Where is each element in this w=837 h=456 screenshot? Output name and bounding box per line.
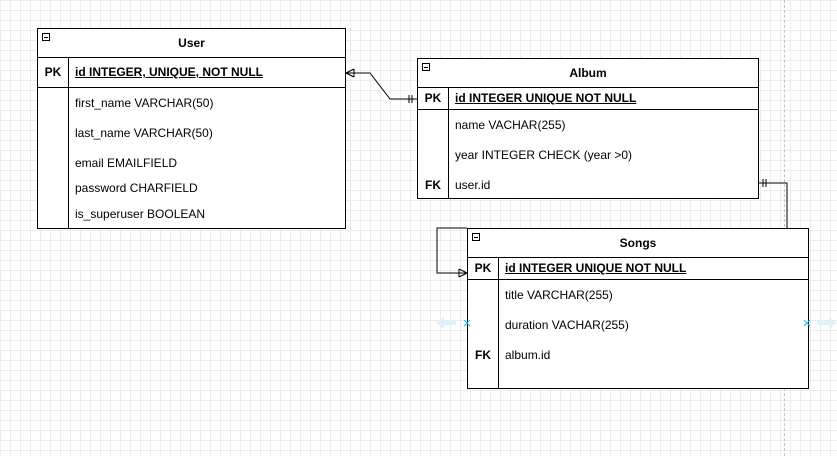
user-field-is-superuser[interactable]: is_superuser BOOLEAN bbox=[75, 207, 206, 221]
album-user-id-connector[interactable] bbox=[759, 179, 788, 228]
collapse-icon[interactable] bbox=[472, 233, 480, 241]
songs-fk-label: FK bbox=[475, 348, 491, 362]
collapse-icon[interactable] bbox=[42, 33, 50, 41]
songs-table[interactable]: Songs PK id INTEGER UNIQUE NOT NULL titl… bbox=[467, 228, 809, 389]
user-pk-label: PK bbox=[44, 65, 62, 79]
album-table[interactable]: Album PK id INTEGER UNIQUE NOT NULL name… bbox=[417, 58, 759, 199]
user-table-title: User bbox=[38, 29, 345, 58]
user-column-divider bbox=[68, 58, 69, 228]
album-field-user-id[interactable]: user.id bbox=[455, 178, 491, 192]
songs-pk-field: id INTEGER UNIQUE NOT NULL bbox=[505, 261, 687, 275]
album-column-divider bbox=[448, 88, 449, 198]
songs-pk-label: PK bbox=[474, 261, 492, 275]
songs-album-relationship[interactable] bbox=[436, 227, 468, 278]
right-arrow-handle-icon[interactable] bbox=[817, 317, 837, 329]
album-pk-field: id INTEGER UNIQUE NOT NULL bbox=[455, 91, 637, 105]
album-field-year[interactable]: year INTEGER CHECK (year >0) bbox=[455, 148, 633, 162]
user-album-relationship[interactable] bbox=[345, 68, 417, 103]
user-pk-row[interactable]: PK id INTEGER, UNIQUE, NOT NULL bbox=[38, 58, 345, 88]
songs-field-duration[interactable]: duration VACHAR(255) bbox=[505, 318, 629, 332]
album-pk-label: PK bbox=[424, 91, 442, 105]
left-arrow-handle-icon[interactable] bbox=[436, 317, 456, 329]
songs-field-album-id[interactable]: album.id bbox=[505, 348, 551, 362]
user-table[interactable]: User PK id INTEGER, UNIQUE, NOT NULL fir… bbox=[37, 28, 346, 229]
album-table-title: Album bbox=[418, 59, 758, 88]
album-pk-row[interactable]: PK id INTEGER UNIQUE NOT NULL bbox=[418, 88, 758, 110]
user-field-first-name[interactable]: first_name VARCHAR(50) bbox=[75, 96, 214, 110]
album-fk-label: FK bbox=[425, 178, 441, 192]
songs-column-divider bbox=[498, 258, 499, 388]
album-field-name[interactable]: name VACHAR(255) bbox=[455, 118, 566, 132]
user-field-email[interactable]: email EMAILFIELD bbox=[75, 156, 178, 170]
user-field-last-name[interactable]: last_name VARCHAR(50) bbox=[75, 126, 213, 140]
user-field-password[interactable]: password CHARFIELD bbox=[75, 181, 198, 195]
songs-pk-row[interactable]: PK id INTEGER UNIQUE NOT NULL bbox=[468, 258, 808, 280]
songs-table-title: Songs bbox=[468, 229, 808, 258]
songs-field-title[interactable]: title VARCHAR(255) bbox=[505, 288, 613, 302]
collapse-icon[interactable] bbox=[422, 63, 430, 71]
right-connection-point-icon[interactable] bbox=[803, 319, 811, 327]
left-connection-point-icon[interactable] bbox=[463, 319, 471, 327]
user-pk-field: id INTEGER, UNIQUE, NOT NULL bbox=[75, 65, 263, 79]
